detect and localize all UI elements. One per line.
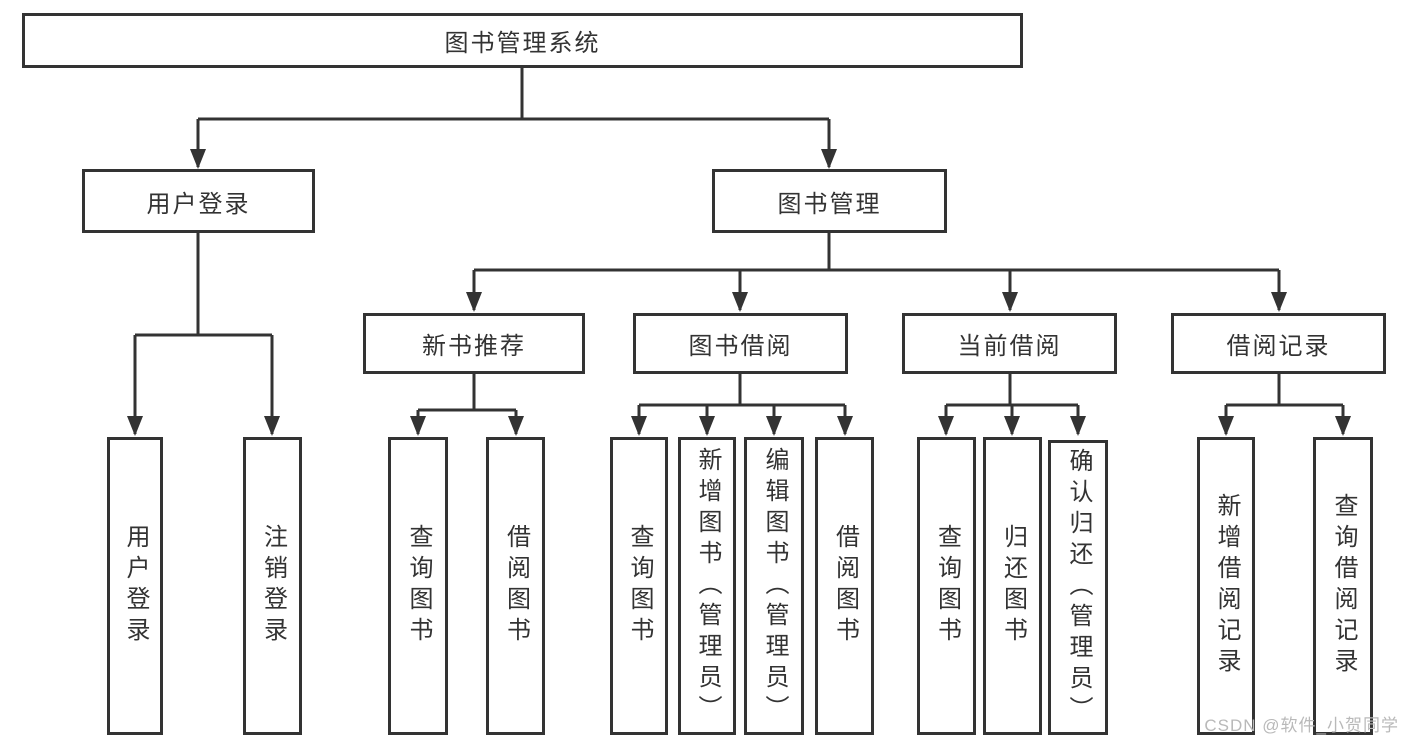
leaf-query-books-recommend: 查询图书	[388, 437, 448, 735]
leaf-label: 用户登录	[122, 524, 149, 648]
leaf-borrow-books-recommend: 借阅图书	[486, 437, 545, 735]
node-book-borrowing: 图书借阅	[633, 313, 848, 374]
leaf-label: 新增图书（管理员）	[694, 446, 721, 726]
leaf-edit-book-admin: 编辑图书（管理员）	[744, 437, 804, 735]
node-library-management-system: 图书管理系统	[22, 13, 1023, 68]
leaf-add-borrow-record: 新增借阅记录	[1197, 437, 1255, 735]
node-label: 用户登录	[146, 190, 251, 218]
leaf-label: 借阅图书	[502, 524, 530, 648]
node-label: 图书管理系统	[444, 30, 601, 57]
node-label: 图书管理	[777, 190, 882, 218]
leaf-confirm-return-admin: 确认归还（管理员）	[1048, 440, 1108, 735]
leaf-label: 归还图书	[999, 524, 1027, 648]
node-new-book-recommendation: 新书推荐	[363, 313, 585, 374]
leaf-label: 查询图书	[626, 524, 653, 648]
node-label: 当前借阅	[957, 333, 1062, 360]
leaf-user-login: 用户登录	[107, 437, 163, 735]
leaf-query-books-current: 查询图书	[917, 437, 976, 735]
node-label: 图书借阅	[688, 333, 793, 360]
leaf-label: 注销登录	[259, 524, 287, 648]
leaf-return-book: 归还图书	[983, 437, 1042, 735]
node-current-borrowing: 当前借阅	[902, 313, 1117, 374]
leaf-label: 借阅图书	[831, 524, 859, 648]
leaf-label: 编辑图书（管理员）	[761, 446, 788, 726]
leaf-logout: 注销登录	[243, 437, 302, 735]
leaf-query-borrow-record: 查询借阅记录	[1313, 437, 1373, 735]
leaf-label: 新增借阅记录	[1213, 493, 1240, 679]
node-label: 新书推荐	[422, 333, 526, 360]
leaf-label: 确认归还（管理员）	[1065, 448, 1092, 727]
leaf-borrow-books: 借阅图书	[815, 437, 874, 735]
node-label: 借阅记录	[1226, 333, 1331, 360]
leaf-label: 查询图书	[933, 524, 961, 648]
leaf-add-book-admin: 新增图书（管理员）	[678, 437, 736, 735]
node-book-management: 图书管理	[712, 169, 947, 233]
node-user-login: 用户登录	[82, 169, 315, 233]
csdn-watermark: CSDN @软件_小贺同学	[1204, 716, 1399, 735]
node-borrowing-records: 借阅记录	[1171, 313, 1386, 374]
leaf-label: 查询图书	[405, 524, 432, 648]
leaf-label: 查询借阅记录	[1330, 493, 1357, 679]
leaf-query-books-borrow: 查询图书	[610, 437, 668, 735]
